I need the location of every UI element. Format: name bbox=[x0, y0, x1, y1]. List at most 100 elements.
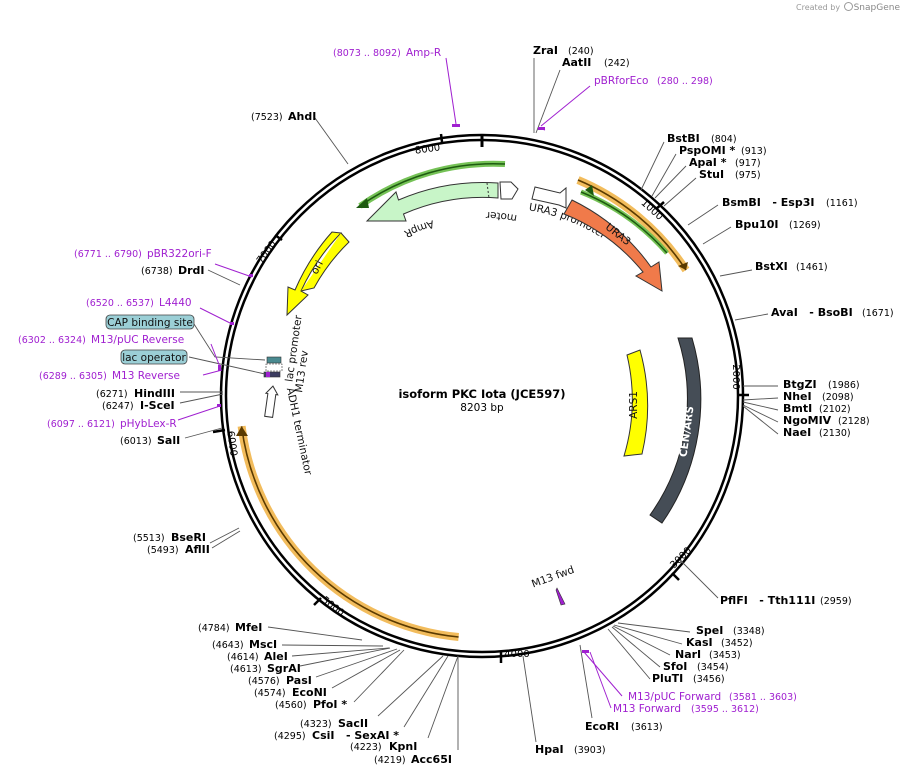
enzyme-econi: EcoNI bbox=[292, 686, 327, 699]
orf-upper-arrowhead bbox=[678, 262, 688, 270]
m13-rev-block bbox=[266, 372, 270, 377]
primer-binding-marks bbox=[217, 124, 589, 653]
enzyme-apai: ApaI * bbox=[689, 156, 727, 169]
enzyme-naei: NaeI bbox=[783, 426, 811, 439]
primer-m13-forward-range: (3595 .. 3612) bbox=[691, 704, 759, 715]
cap-binding-site-label: CAP binding site bbox=[107, 317, 193, 329]
enzyme-hindiii-pos: (6271) bbox=[96, 389, 128, 400]
green-orf-right bbox=[580, 185, 669, 255]
enzyme-sfoi: SfoI bbox=[663, 660, 687, 673]
enzyme-hpai: HpaI bbox=[535, 743, 564, 756]
ori-feature: ori bbox=[286, 231, 350, 317]
enzyme-ecori: EcoRI bbox=[585, 720, 619, 733]
ura3-feature: URA3 bbox=[563, 199, 663, 292]
enzyme-sali: SalI bbox=[157, 434, 180, 447]
ars1-label: ARS1 bbox=[628, 391, 640, 419]
lac-region: lac promoter M13 rev ADH1 terminator bbox=[263, 314, 314, 477]
lac-operator-box bbox=[120, 349, 188, 365]
cen-ars-block bbox=[649, 337, 702, 524]
primer-phyblex-r: pHybLex-R bbox=[120, 418, 177, 430]
ori-arrow bbox=[286, 231, 343, 317]
enzyme-pfoi: PfoI * bbox=[313, 698, 347, 711]
enzyme-kpni: KpnI bbox=[389, 740, 417, 753]
primer-m13-puc-forward-range: (3581 .. 3603) bbox=[729, 692, 797, 703]
primer-pbrforeco: pBRforEco bbox=[594, 75, 648, 87]
enzyme-stui: StuI bbox=[699, 168, 724, 181]
primer-l4440-range: (6520 .. 6537) bbox=[86, 298, 154, 309]
primer-m13-puc-reverse: M13/pUC Reverse bbox=[91, 334, 184, 346]
enzyme-sali-pos: (6013) bbox=[120, 436, 152, 447]
enzyme-sgrai: SgrAI bbox=[267, 662, 301, 675]
tick-8000 bbox=[439, 133, 444, 143]
enzyme-stui-pos: (975) bbox=[735, 170, 761, 181]
enzyme-econi-pos: (4574) bbox=[254, 688, 286, 699]
enzyme-spei-pos: (3348) bbox=[733, 626, 765, 637]
enzyme-sfoi-pos: (3454) bbox=[697, 662, 729, 673]
enzyme-pspomi: PspOMI * bbox=[679, 144, 736, 157]
enzyme-alei: AleI bbox=[264, 650, 288, 663]
ampr-arrow bbox=[365, 182, 499, 222]
primer-leader-lines bbox=[177, 57, 623, 709]
enzyme-apai-pos: (917) bbox=[735, 158, 761, 169]
plasmid-size: 8203 bp bbox=[460, 402, 504, 414]
tick-label-8000: 8000 bbox=[414, 142, 441, 156]
lac-operator-label: lac operator bbox=[122, 352, 186, 364]
orf-band-lower-left bbox=[236, 425, 459, 641]
credit-brand: SnapGene bbox=[853, 3, 900, 13]
credit-prefix: Created by bbox=[796, 3, 841, 12]
enzyme-aatii-pos: (242) bbox=[604, 58, 630, 69]
primer-m13-reverse-range: (6289 .. 6305) bbox=[39, 371, 107, 382]
enzyme-pluti-pos: (3456) bbox=[693, 674, 725, 685]
primer-m13-puc-reverse-range: (6302 .. 6324) bbox=[18, 335, 86, 346]
enzyme-sgrai-pos: (4613) bbox=[230, 664, 262, 675]
enzyme-drdi: DrdI bbox=[178, 264, 205, 277]
enzyme-nhei-pos: (2098) bbox=[822, 392, 854, 403]
cap-site-block bbox=[266, 356, 282, 364]
enzyme-bmti: BmtI bbox=[783, 402, 812, 415]
primer-amp-r: Amp-R bbox=[406, 47, 441, 59]
primer-pbr322ori-f-range: (6771 .. 6790) bbox=[74, 249, 142, 260]
ampr-promoter-feature bbox=[499, 181, 519, 200]
enzyme-hindiii: HindIII bbox=[134, 387, 175, 400]
enzyme-bpu10i: Bpu10I bbox=[735, 218, 779, 231]
enzyme-nari-pos: (3453) bbox=[709, 650, 741, 661]
enzyme-pasi: PasI bbox=[286, 674, 312, 687]
enzyme-sacii-pos: (4323) bbox=[300, 719, 332, 730]
enzyme-acc65i-pos: (4219) bbox=[374, 755, 406, 766]
enzyme-ngomiv: NgoMIV bbox=[783, 414, 832, 427]
enzyme-avai-bsobi: AvaI - BsoBI bbox=[771, 306, 853, 319]
ars1-feature: ARS1 bbox=[623, 349, 649, 457]
adh1-terminator-label: ADH1 terminator bbox=[284, 387, 314, 477]
enzyme-zrai-pos: (240) bbox=[568, 46, 594, 57]
enzyme-avai-pos: (1671) bbox=[862, 308, 894, 319]
enzyme-drdi-pos: (6738) bbox=[141, 266, 173, 277]
orf-band-upper-right bbox=[576, 176, 690, 273]
enzyme-kpni-pos: (4223) bbox=[350, 742, 382, 753]
primer-pbrforeco-range: (280 .. 298) bbox=[657, 76, 713, 87]
enzyme-btgzi-pos: (1986) bbox=[828, 380, 860, 391]
tick-label-3000: 3000 bbox=[668, 545, 694, 571]
snapgene-logo-icon bbox=[843, 2, 853, 11]
enzyme-btgzi: BtgZI bbox=[783, 378, 817, 391]
box-leader-lines bbox=[188, 323, 266, 375]
enzyme-aflii-pos: (5493) bbox=[147, 545, 179, 556]
tick-3000 bbox=[671, 572, 680, 581]
enzyme-mfei: MfeI bbox=[235, 621, 262, 634]
m13-fwd-label: M13 fwd bbox=[530, 564, 576, 591]
green-orf-top bbox=[356, 160, 506, 209]
primer-phyblex-r-range: (6097 .. 6121) bbox=[47, 419, 115, 430]
primer-labels: (8073 .. 8092) Amp-R pBRforEco (280 .. 2… bbox=[18, 47, 797, 715]
enzyme-i-scei: I-SceI bbox=[140, 399, 175, 412]
ampr-label: AmpR bbox=[402, 217, 435, 239]
tick-5000 bbox=[313, 597, 322, 606]
enzyme-bstbi: BstBI bbox=[667, 132, 700, 145]
enzyme-sacii: SacII bbox=[338, 717, 368, 730]
m13-fwd-arrow bbox=[555, 587, 566, 606]
enzyme-zrai: ZraI bbox=[533, 44, 558, 57]
primer-l4440: L4440 bbox=[159, 297, 192, 309]
ura3-arrow bbox=[563, 199, 663, 292]
ampr-promoter-arrow bbox=[499, 181, 519, 200]
enzyme-naei-pos: (2130) bbox=[819, 428, 851, 439]
tick-1000 bbox=[655, 201, 665, 210]
